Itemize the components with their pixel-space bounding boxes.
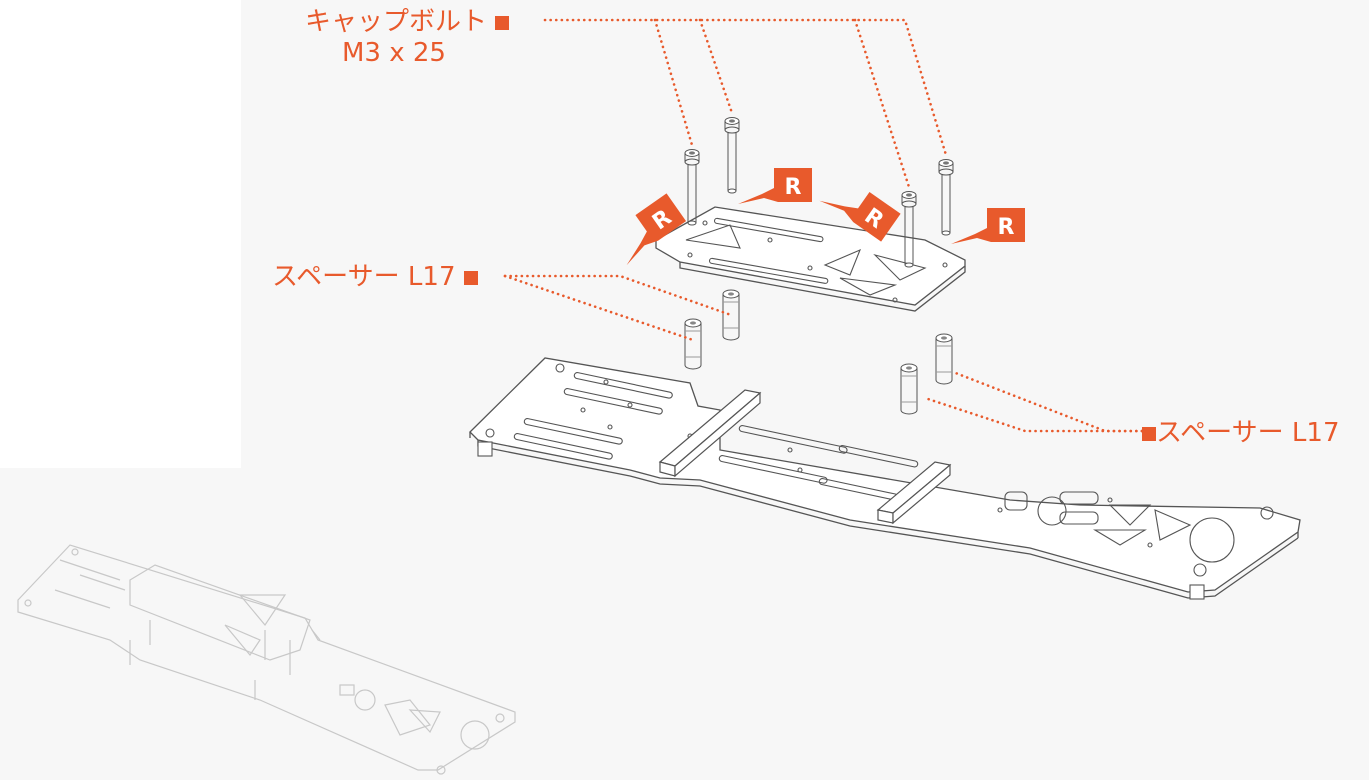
spacers (684, 289, 953, 415)
faint-assembled-view (17, 544, 516, 775)
plate-feet (477, 441, 1205, 600)
spacer-left-label: スペーサー L17 (272, 262, 456, 292)
callout-marker-square (1142, 426, 1156, 441)
square-rails (658, 389, 952, 525)
spacer-right-label: スペーサー L17 (1156, 418, 1340, 448)
callout-marker-square (495, 15, 510, 30)
cap-bolt-label: キャップボルト (305, 7, 488, 37)
cap-bolt-spec: M3 x 25 (342, 38, 446, 68)
leader-lines (503, 18, 1144, 433)
bottom-plate-slots (485, 363, 1274, 577)
cap-bolt-callout: キャップボルト (305, 7, 510, 37)
callout-marker-square (463, 270, 478, 285)
top-plate (655, 206, 966, 312)
spacer-right-callout: スペーサー L17 (1142, 418, 1340, 448)
top-plate-cutouts (685, 217, 948, 303)
spacer-left-callout: スペーサー L17 (272, 262, 478, 292)
